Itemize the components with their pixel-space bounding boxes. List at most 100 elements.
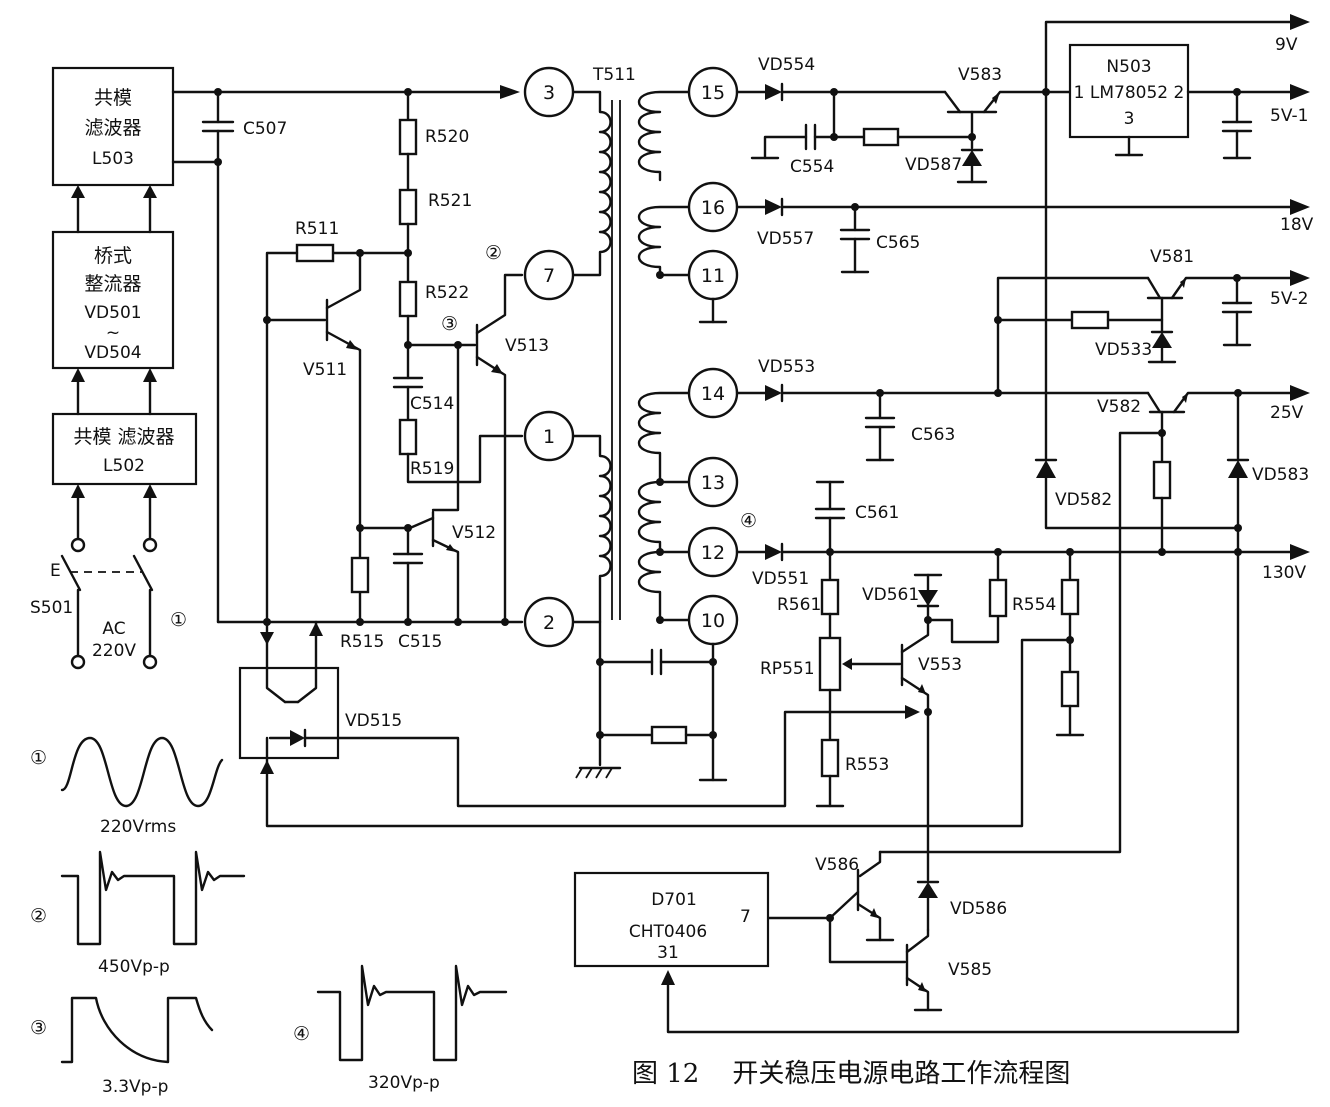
v581-label: V581 <box>1150 247 1194 267</box>
block-arrows <box>71 185 157 546</box>
marker-4: ④ <box>740 510 757 532</box>
pin-7: 7 <box>543 265 555 287</box>
v511-label: V511 <box>303 360 347 380</box>
pin-14: 14 <box>701 383 725 405</box>
r519-label: R519 <box>410 459 454 479</box>
vd554-label: VD554 <box>758 55 815 75</box>
l502-line2: L502 <box>103 456 145 476</box>
l503-line1: 共模 <box>94 87 132 109</box>
r554-label: R554 <box>1012 595 1056 615</box>
n503-line3: 3 <box>1124 109 1135 129</box>
r515-label: R515 <box>340 632 384 652</box>
wave2-marker: ② <box>30 905 47 927</box>
pin-16: 16 <box>701 197 725 219</box>
c514-label: C514 <box>410 394 454 414</box>
output-5v1: 5V-1 <box>1270 106 1308 126</box>
wave4-marker: ④ <box>293 1023 310 1045</box>
vd515-label: VD515 <box>345 711 402 731</box>
secondary-side: VD554 C554 VD587 V583 9V N503 1 L <box>573 14 1314 1034</box>
switch-letter: E <box>50 561 61 581</box>
primary-side: R520 R521 R522 R511 V511 C514 R519 V51 <box>216 85 1072 828</box>
pin-3: 3 <box>543 82 555 104</box>
c507-label: C507 <box>243 119 287 139</box>
wave1-marker: ① <box>30 747 47 769</box>
d701-line2: CHT0406 <box>629 922 707 942</box>
bridge-line2: 整流器 <box>84 273 141 295</box>
l503-block <box>51 66 175 187</box>
marker-2: ② <box>485 242 502 264</box>
output-5v2: 5V-2 <box>1270 289 1308 309</box>
n503-line1: N503 <box>1106 57 1151 77</box>
bridge-rectifier-block <box>51 230 175 370</box>
bridge-line5: VD504 <box>84 343 141 363</box>
l503-line2: 滤波器 <box>84 117 141 139</box>
v553-label: V553 <box>918 655 962 675</box>
ac-marker: ① <box>170 609 187 631</box>
vd533-label: VD533 <box>1095 340 1152 360</box>
r522-label: R522 <box>425 283 469 303</box>
figure-caption: 图 12 开关稳压电源电路工作流程图 <box>632 1059 1070 1089</box>
wave1-label: 220Vrms <box>100 817 176 837</box>
bridge-line1: 桥式 <box>94 245 132 267</box>
pin-11: 11 <box>701 265 725 287</box>
pin-1: 1 <box>543 426 555 448</box>
rp551-label: RP551 <box>760 659 815 679</box>
bridge-line3: VD501 <box>84 303 141 323</box>
marker-3: ③ <box>441 313 458 335</box>
r561-label: R561 <box>777 595 821 615</box>
waveform-2: ② 450Vp-p <box>30 850 246 977</box>
d701-pin7: 7 <box>740 907 751 927</box>
d701-line1: D701 <box>651 890 697 910</box>
transformer-t511: T511 3 7 1 2 15 16 11 14 13 1 <box>523 65 757 782</box>
v586-label: V586 <box>815 855 859 875</box>
d701-block <box>573 871 770 968</box>
wave3-label: 3.3Vp-p <box>102 1077 168 1097</box>
vd586-label: VD586 <box>950 899 1007 919</box>
vd582-label: VD582 <box>1055 490 1112 510</box>
waveform-4: ④ 320Vp-p <box>293 964 508 1093</box>
output-9v: 9V <box>1275 35 1298 55</box>
l502-line1: 共模 滤波器 <box>73 426 174 448</box>
vd561-label: VD561 <box>862 585 919 605</box>
c563-label: C563 <box>911 425 955 445</box>
ac-voltage: 220V <box>92 641 136 661</box>
output-130v: 130V <box>1262 563 1306 583</box>
vd583-label: VD583 <box>1252 465 1309 485</box>
t511-label: T511 <box>592 65 636 85</box>
wave4-label: 320Vp-p <box>368 1073 440 1093</box>
bridge-line4: ~ <box>106 323 120 343</box>
v583-label: V583 <box>958 65 1002 85</box>
wave2-label: 450Vp-p <box>98 957 170 977</box>
pin-12: 12 <box>701 542 725 564</box>
pin-2: 2 <box>543 612 555 634</box>
vd553-label: VD553 <box>758 357 815 377</box>
n503-line2: 1 LM78052 2 <box>1074 83 1185 103</box>
vd551-label: VD551 <box>752 569 809 589</box>
d701-line3: 31 <box>657 943 679 963</box>
l503-line3: L503 <box>92 149 134 169</box>
output-18v: 18V <box>1280 215 1314 235</box>
waveform-3: ③ 3.3Vp-p <box>30 996 214 1097</box>
v512-label: V512 <box>452 523 496 543</box>
r521-label: R521 <box>428 191 472 211</box>
v585-label: V585 <box>948 960 992 980</box>
pin-10: 10 <box>701 610 725 632</box>
switch-label: S501 <box>30 598 73 618</box>
l502-block <box>51 412 198 486</box>
pin-15: 15 <box>701 82 725 104</box>
pin-13: 13 <box>701 472 725 494</box>
output-25v: 25V <box>1270 403 1304 423</box>
vd557-label: VD557 <box>757 229 814 249</box>
vd587-label: VD587 <box>905 155 962 175</box>
v513-label: V513 <box>505 336 549 356</box>
optocoupler-vd515 <box>238 666 340 760</box>
c565-label: C565 <box>876 233 920 253</box>
input-section: 共模 滤波器 L503 桥式 整流器 VD501 ~ VD504 共模 滤波器 … <box>30 66 502 670</box>
switch-s501 <box>60 537 158 670</box>
ac-label: AC <box>102 619 125 639</box>
wave3-marker: ③ <box>30 1017 47 1039</box>
r553-label: R553 <box>845 755 889 775</box>
v582-label: V582 <box>1097 397 1141 417</box>
r511-label: R511 <box>295 219 339 239</box>
